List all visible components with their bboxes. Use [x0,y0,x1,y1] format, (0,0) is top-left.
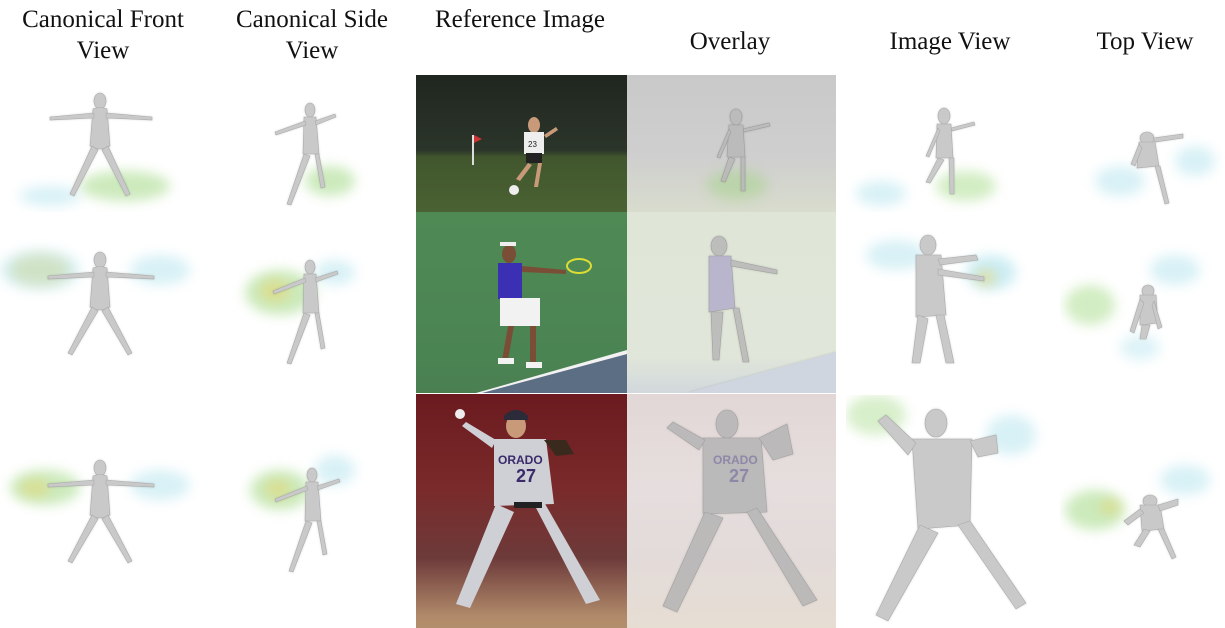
human-mesh-top-view [1123,494,1179,560]
side-view-row-3 [215,395,405,595]
jersey-text-overlay: ORADO [713,453,758,467]
human-mesh-top-view [1129,284,1163,340]
header-canonical-front-view: Canonical Front View [22,6,184,64]
header-top-view: Top View [1096,28,1194,55]
human-mesh-side [272,259,339,365]
overlay-row-1 [627,75,836,212]
side-view-row-2 [215,215,405,375]
jersey-text: ORADO [498,453,543,467]
human-mesh-tpose [47,251,155,356]
human-mesh-tpose [47,459,155,564]
human-mesh-image-view [911,234,985,364]
overlay-mesh: ORADO 27 [662,409,818,613]
header-reference-image: Reference Image [434,6,606,33]
jersey-number: 23 [528,140,537,149]
reference-image-row-1: 23 [416,75,627,212]
overlay-mesh [716,108,771,192]
front-view-row-3 [0,395,205,595]
reference-image-row-3: ORADO 27 [416,394,627,628]
header-image-view: Image View [889,28,1011,55]
human-mesh-image-view [875,408,1027,622]
image-view-row-3 [846,395,1046,628]
reference-image-row-2 [416,212,627,393]
header-canonical-side-view: Canonical Side View [235,6,389,64]
top-view-row-2 [1060,215,1225,375]
human-mesh-image-view [925,107,976,195]
overlay-row-3: ORADO 27 [627,394,836,628]
human-mesh-tpose [49,92,153,197]
overlay-row-2 [627,212,836,393]
human-mesh-side [274,467,341,573]
image-view-row-1 [846,76,1046,212]
jersey-number: 27 [516,466,536,486]
top-view-row-3 [1060,395,1225,595]
top-view-row-1 [1075,76,1225,212]
image-view-row-2 [846,215,1046,375]
human-mesh-side [274,102,337,206]
header-overlay: Overlay [689,28,771,55]
front-view-row-2 [0,215,205,375]
side-view-row-1 [215,76,405,212]
jersey-number-overlay: 27 [729,466,749,486]
overlay-mesh [687,235,836,393]
human-mesh-top-view [1130,131,1184,205]
front-view-row-1 [0,76,205,212]
